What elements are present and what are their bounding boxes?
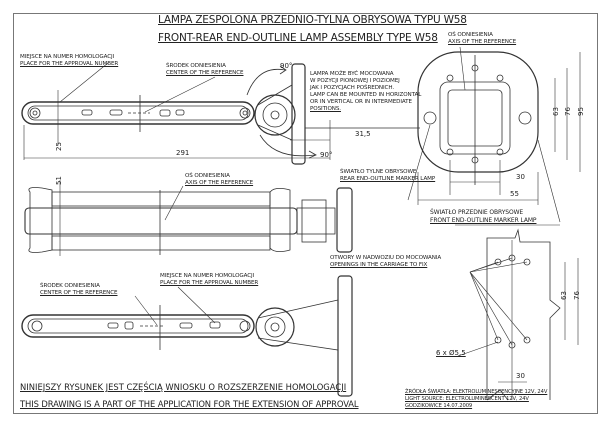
title-en: FRONT-REAR END-OUTLINE LAMP ASSEMBLY TYP… [158,32,438,44]
mount-en-2: OR IN VERTICAL OR IN INTERMEDIATE [310,99,412,105]
rear-lamp-pl: ŚWIATŁO TYLNE OBRYSOWE [340,169,417,175]
mount-pl-3: JAK I POZYCJACH POŚREDNICH. [310,85,395,91]
holes-dim-30: 30 [516,372,525,380]
middle-lamp-top-view [24,180,353,256]
angle-bottom: 90° [320,151,333,159]
approval-bot-pl: MIEJSCE NA NUMER HOMOLOGACJI [160,273,255,279]
approval-bot-en: PLACE FOR THE APPROVAL NUMBER [160,280,259,286]
axis-ref-mid-en: AXIS OF THE REFERENCE [185,180,254,186]
dimension-lines-top [23,62,331,160]
front-dim-76: 76 [563,107,572,116]
light-source-en: LIGHT SOURCE: ELECTROLUMINESCENT 12V, 24… [405,396,529,402]
axis-ref-top-pl: OŚ ODNIESIENIA [448,32,493,38]
center-bot-en: CENTER OF THE REFERENCE [40,290,118,296]
front-lamp-pl: ŚWIATŁO PRZEDNIE OBRYSOWE [430,209,524,216]
rear-lamp-en: REAR END-OUTLINE MARKER LAMP [340,176,436,182]
front-dim-95: 95 [576,107,585,116]
dim-291: 291 [176,149,190,157]
bottom-lamp-side-view [21,275,353,397]
holes-spec: 6 x Ø5,5 [436,349,466,357]
front-dim-63: 63 [551,107,560,116]
mount-pl-2: W POZYCJI PIONOWEJ I POZIOMEJ [310,78,400,84]
top-lamp-side-view [21,63,420,165]
angle-top: 90° [280,62,293,70]
light-source-pl: ŹRÓDŁA ŚWIATŁA: ELEKTROLUMINESCENCYJNE 1… [405,389,548,395]
dim-25: 25 [54,142,63,151]
openings-pl: OTWORY W NADWOZIU DO MOCOWANIA [330,255,442,261]
center-bot-pl: ŚRODEK ODNIESIENIA [40,283,100,289]
dim-51: 51 [54,176,63,185]
holes-dim-76: 76 [572,291,581,300]
axis-ref-mid-pl: OŚ ODNIESIENIA [185,173,230,179]
approval-top-en: PLACE FOR THE APPROVAL NUMBER [20,61,119,67]
dim-31-5: 31,5 [355,130,371,138]
approval-top-pl: MIEJSCE NA NUMER HOMOLOGACJI [20,54,115,60]
mounting-holes-pattern [457,228,579,401]
front-lamp-en: FRONT END-OUTLINE MARKER LAMP [430,217,537,224]
title-pl: LAMPA ZESPOLONA PRZEDNIO-TYLNA OBRYSOWA … [158,14,467,26]
footer-pl: NINIEJSZY RYSUNEK JEST CZĘŚCIĄ WNIOSKU O… [20,382,347,392]
drawing-frame [13,13,598,414]
center-top-pl: ŚRODEK ODNIESIENIA [166,63,226,69]
mount-pl-1: LAMPA MOŻE BYĆ MOCOWANA [310,71,394,77]
front-dim-30: 30 [516,173,525,181]
place-date: GODZIKOWICE 14.07.2009 [405,403,473,409]
front-dim-55: 55 [510,190,519,198]
footer-en: THIS DRAWING IS A PART OF THE APPLICATIO… [20,399,359,409]
mount-en-3: POSITIONS. [310,106,341,112]
openings-en: OPENINGS IN THE CARRIAGE TO FIX [330,262,428,268]
axis-ref-top-en: AXIS OF THE REFERENCE [448,39,517,45]
front-view [407,46,581,226]
mount-en-1: LAMP CAN BE MOUNTED IN HORIZONTAL [310,92,422,98]
center-top-en: CENTER OF THE REFERENCE [166,70,244,76]
holes-dim-63: 63 [559,291,568,300]
